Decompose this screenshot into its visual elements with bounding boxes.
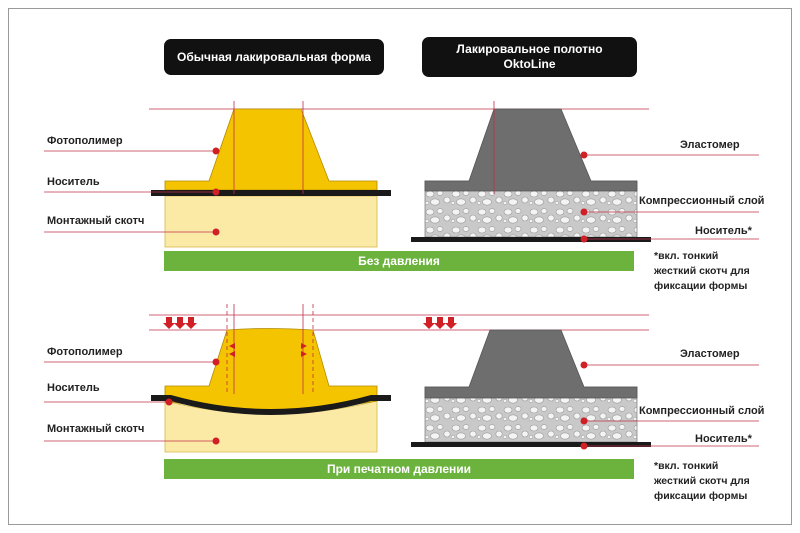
band-print-pressure: При печатном давлении [164,459,634,479]
bottom-label-carrier-right: Носитель* [695,433,752,445]
top-right-carrier [411,237,651,242]
top-note-line3: фиксации формы [654,280,748,292]
bottom-label-mounting-tape: Монтажный скотч [47,423,145,435]
bottom-marker-carrier-right [580,442,588,450]
bottom-note-line2: жесткий скотч для [654,475,750,487]
bottom-marker-carrier [165,398,173,406]
top-label-carrier-right: Носитель* [695,225,752,237]
bottom-marker-photopolymer [212,358,220,366]
bottom-left-carrier [151,395,391,415]
bottom-right-carrier [411,442,651,447]
bottom-left-photopolymer [164,328,378,411]
top-left-mounting-tape [164,195,378,248]
top-right-elastomer [424,108,638,192]
bottom-marker-elastomer [580,361,588,369]
top-marker-photopolymer [212,147,220,155]
bottom-right-elastomer [424,329,638,399]
top-note-line2: жесткий скотч для [654,265,750,277]
cross-section-drawing [44,101,759,453]
top-left-carrier [151,190,391,196]
top-label-carrier: Носитель [47,176,100,188]
top-marker-tape [212,228,220,236]
top-label-photopolymer: Фотополимер [47,135,123,147]
top-note: *вкл. тонкий жесткий скотч для фиксации … [654,249,750,294]
top-label-mounting-tape: Монтажный скотч [47,215,145,227]
band-no-pressure-text: Без давления [358,254,440,268]
bottom-note-line1: *вкл. тонкий [654,460,719,472]
diagram-frame: Обычная лакировальная форма Лакировально… [8,8,792,525]
top-note-line1: *вкл. тонкий [654,250,719,262]
bottom-label-elastomer: Эластомер [680,348,740,360]
header-conventional-form-text: Обычная лакировальная форма [177,49,371,64]
top-marker-elastomer [580,151,588,159]
bottom-left-expansion-arrows [229,343,307,357]
top-label-elastomer: Эластомер [680,139,740,151]
band-print-pressure-text: При печатном давлении [326,462,472,476]
header-oktoline: Лакировальное полотно OktoLine [422,37,637,77]
bottom-note-line3: фиксации формы [654,490,748,502]
top-marker-carrier [212,188,220,196]
bottom-marker-tape [212,437,220,445]
top-left-photopolymer [164,108,378,191]
bottom-label-carrier: Носитель [47,382,100,394]
header-conventional-form: Обычная лакировальная форма [164,39,384,75]
bottom-note: *вкл. тонкий жесткий скотч для фиксации … [654,459,750,504]
top-marker-compression [580,208,588,216]
bottom-label-photopolymer: Фотополимер [47,346,123,358]
bottom-left-pressure-arrows [163,317,197,329]
header-oktoline-line1: Лакировальное полотно [456,42,603,56]
bottom-marker-compression [580,417,588,425]
bottom-label-compression: Компрессионный слой [639,405,765,417]
top-marker-carrier-right [580,235,588,243]
bottom-right-pressure-arrows [423,317,457,329]
header-oktoline-line2: OktoLine [503,57,556,71]
band-no-pressure: Без давления [164,251,634,271]
top-label-compression: Компрессионный слой [639,195,765,207]
